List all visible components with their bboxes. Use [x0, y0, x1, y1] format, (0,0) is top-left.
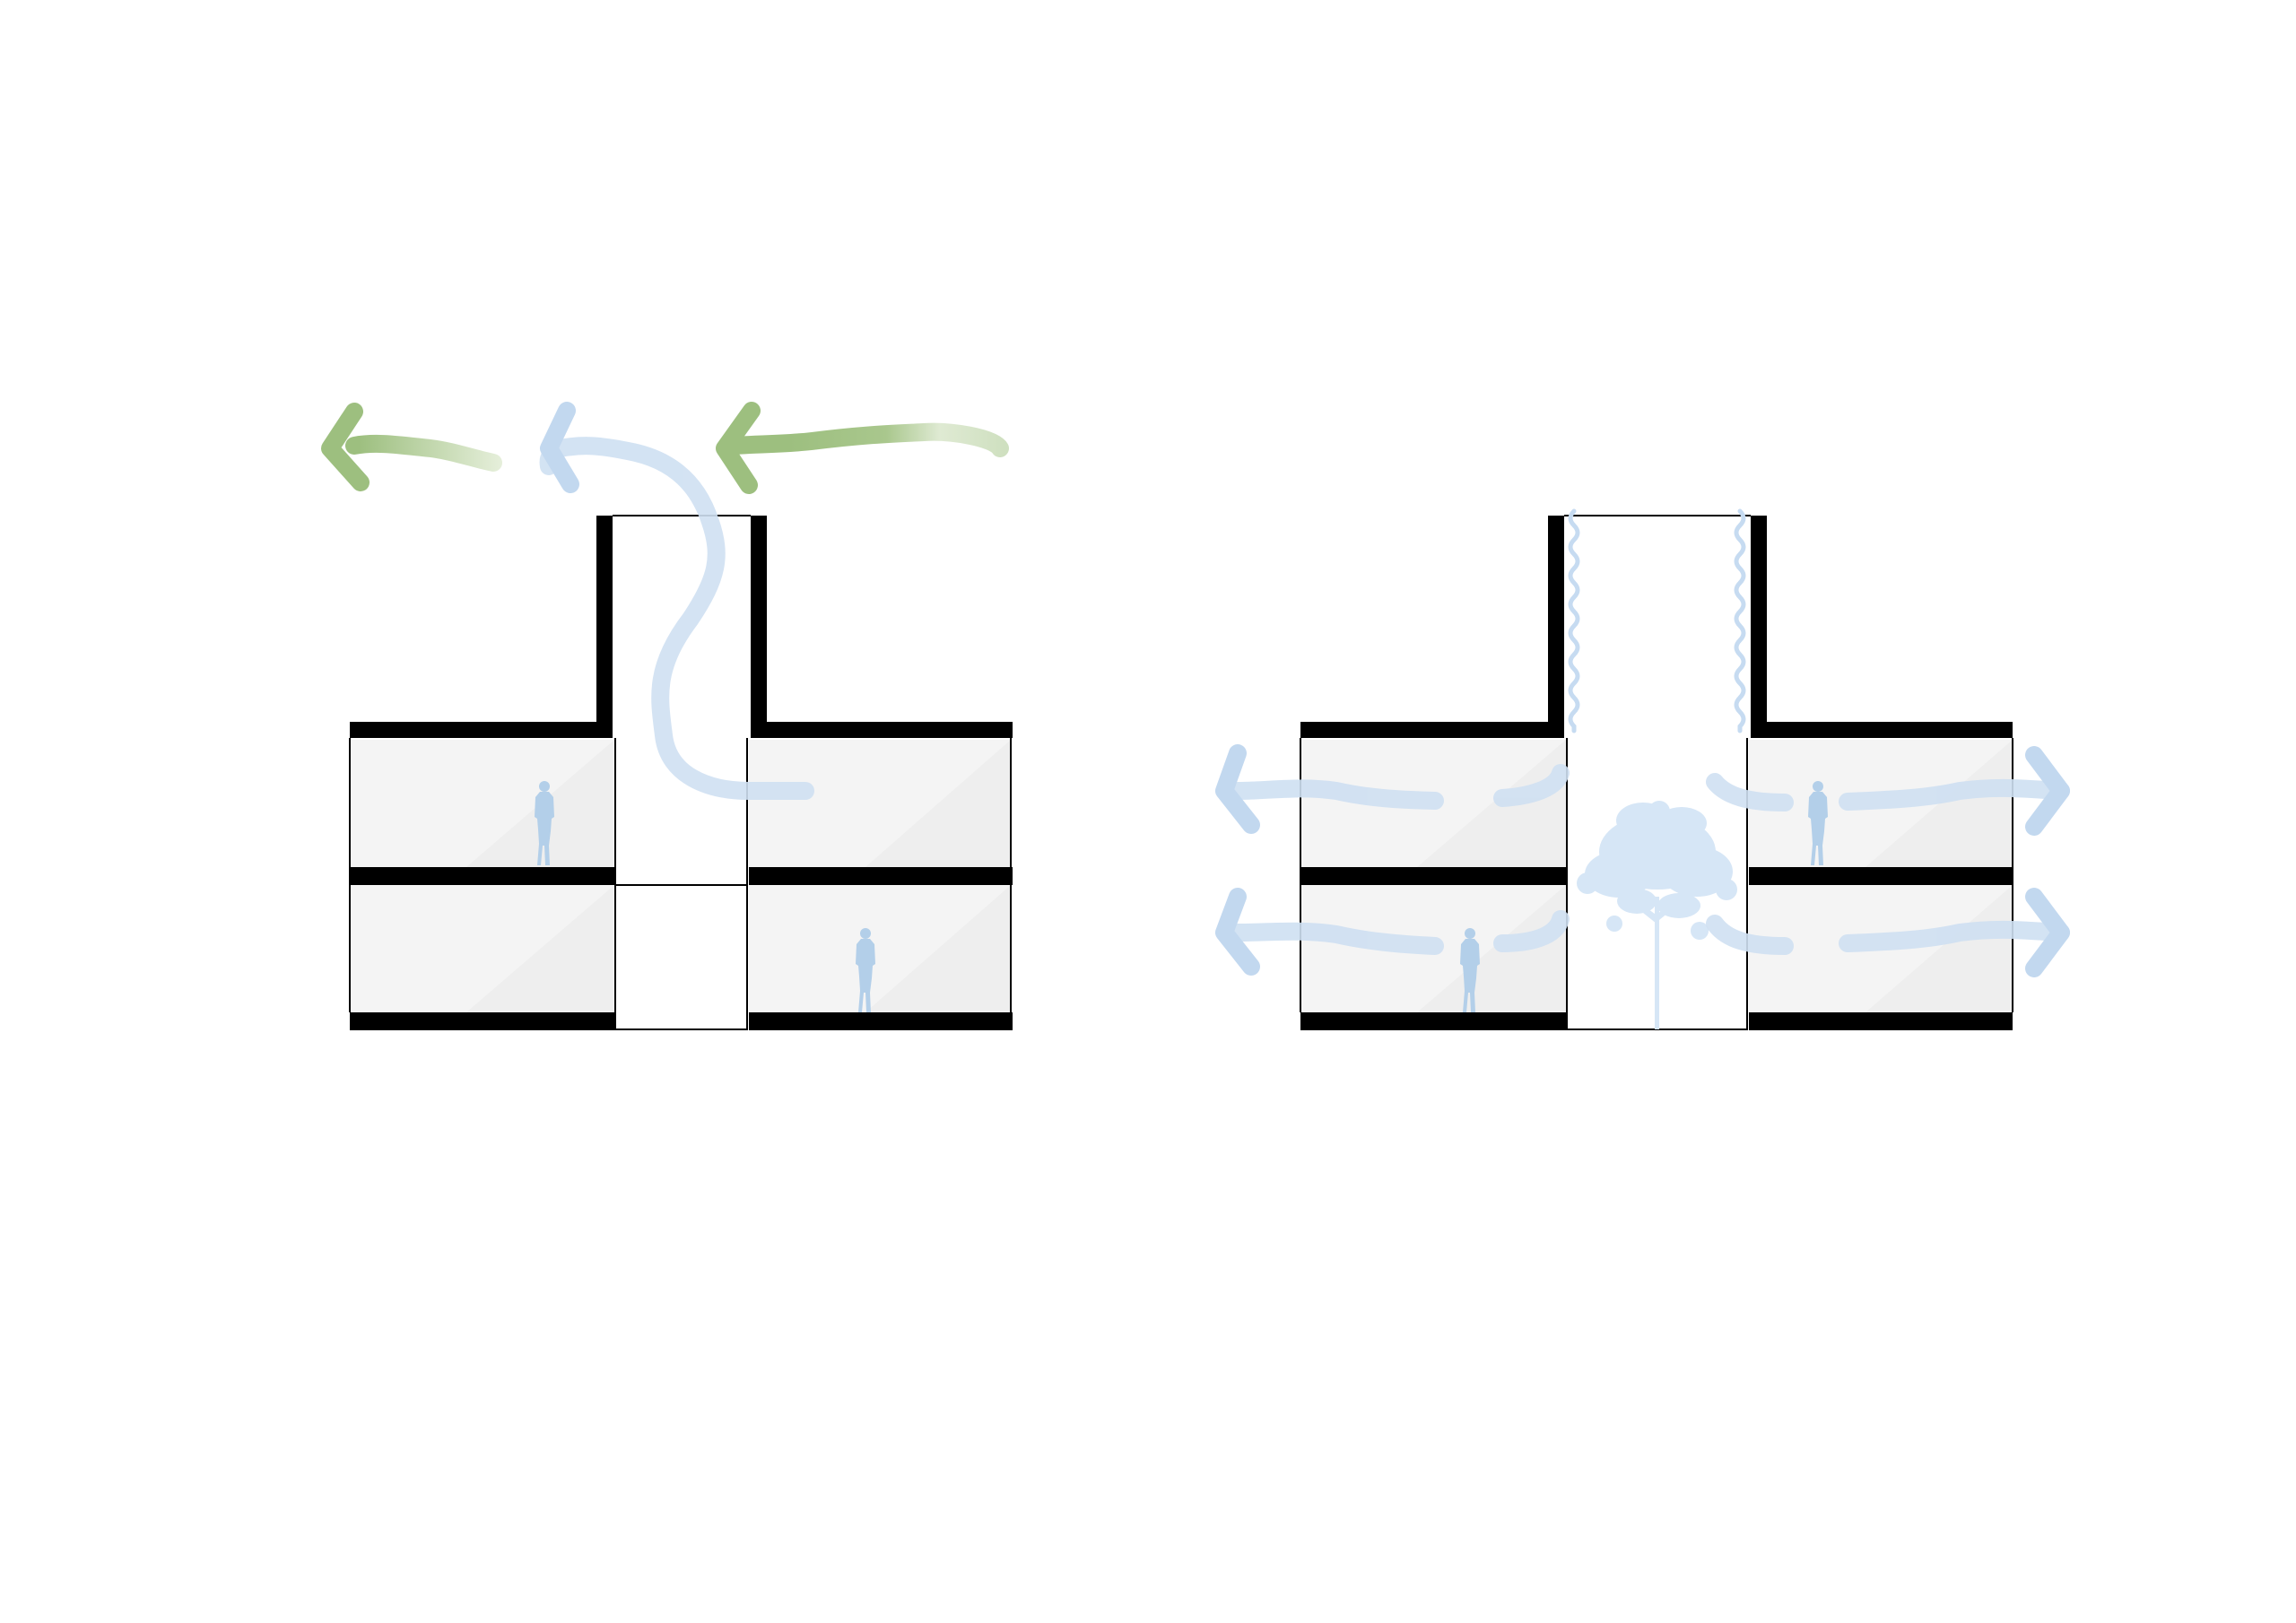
building-section-left [350, 516, 1013, 1030]
arrow-icon [321, 402, 1009, 494]
panel-cross-ventilation-atrium [1215, 508, 2070, 1030]
building-section-right [1300, 516, 2013, 1030]
tree-icon [1577, 801, 1737, 1029]
panel-stack-ventilation [321, 402, 1013, 1030]
vine-icon [1568, 508, 1580, 733]
vine-icon [1734, 508, 1746, 733]
arrow-icon [1215, 744, 2070, 977]
room-fill-group [350, 740, 1011, 1012]
arrow-icon [539, 402, 814, 800]
room-fill-group [1300, 740, 2013, 1012]
